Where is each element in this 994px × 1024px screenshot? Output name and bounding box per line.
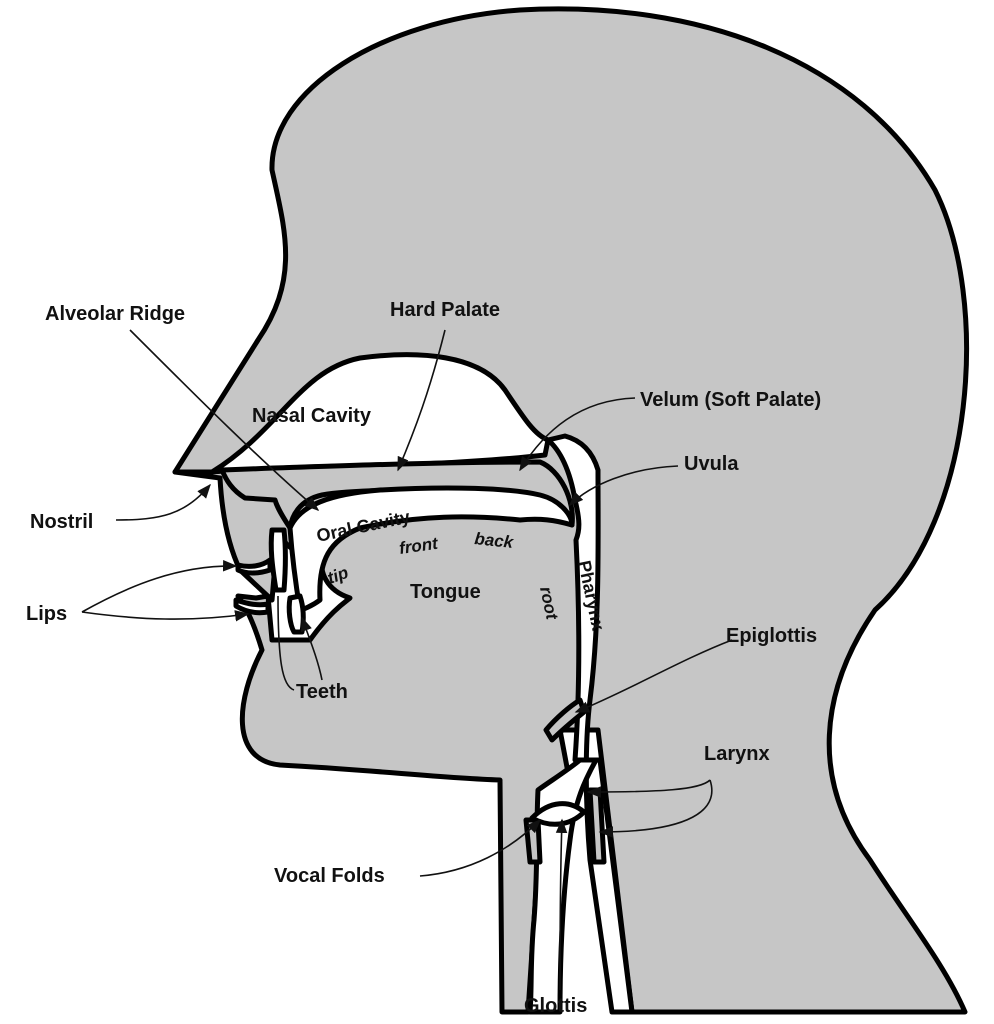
label-alveolar-ridge: Alveolar Ridge [45, 303, 185, 325]
label-nostril: Nostril [30, 511, 93, 533]
label-velum: Velum (Soft Palate) [640, 389, 821, 411]
alveolar-ridge-pointer [129, 329, 320, 511]
label-uvula: Uvula [684, 453, 739, 475]
label-tongue: Tongue [410, 581, 481, 603]
glottis-opening [529, 801, 587, 827]
label-nasal-cavity: Nasal Cavity [252, 405, 372, 427]
label-teeth: Teeth [296, 681, 348, 703]
glottis-pointer [555, 818, 568, 991]
label-back: back [474, 529, 516, 552]
vocal-fold-right [587, 787, 607, 865]
oral-cavity-shape [287, 485, 575, 613]
lips-pointer-upper [81, 560, 238, 613]
hard-palate-pointer [397, 329, 446, 472]
epiglottis-pointer [574, 639, 733, 713]
lower-lip-shape [233, 597, 271, 616]
label-glottis: Glottis [524, 995, 587, 1017]
larynx-pointer-lower [598, 779, 713, 838]
teeth-pointer-lower [301, 616, 323, 681]
label-hard-palate: Hard Palate [390, 299, 500, 321]
vocal-folds-pointer [419, 818, 542, 877]
uvula-pointer [568, 465, 679, 507]
nostril-pointer [115, 483, 211, 521]
upper-teeth-shape [268, 527, 288, 593]
teeth-pointer-upper [277, 595, 295, 691]
larynx-pointer-upper [586, 779, 711, 798]
label-larynx: Larynx [704, 743, 770, 765]
lower-teeth-shape [286, 593, 306, 635]
label-lips: Lips [26, 603, 67, 625]
label-vocal-folds: Vocal Folds [274, 865, 385, 887]
lips-pointer-lower [81, 610, 250, 622]
velum-pointer [519, 397, 636, 472]
upper-lip-shape [235, 557, 273, 576]
label-epiglottis: Epiglottis [726, 625, 817, 647]
pharynx-shape [545, 433, 635, 1015]
